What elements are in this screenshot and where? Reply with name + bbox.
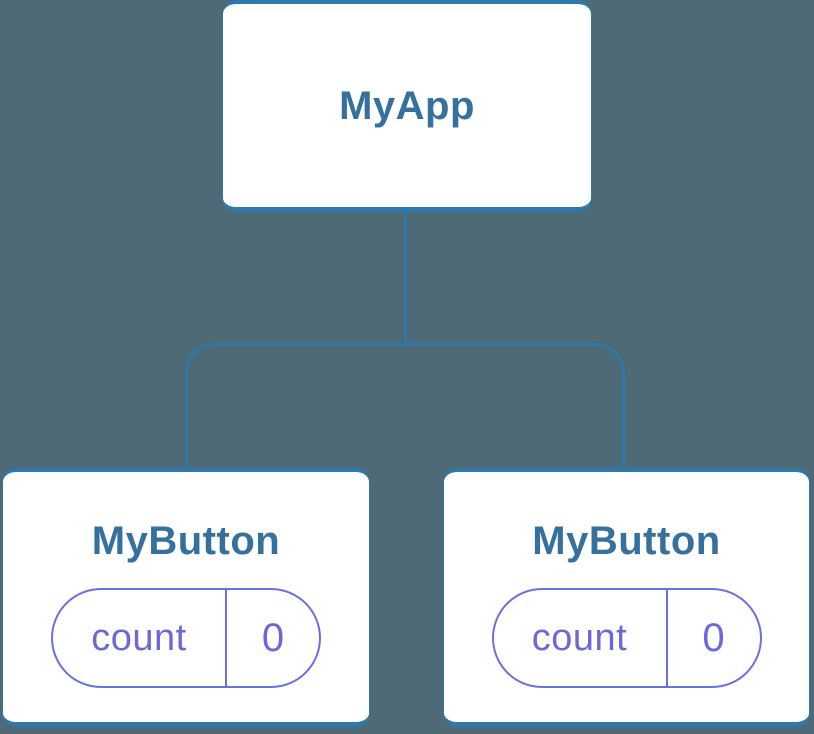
state-name: count bbox=[531, 616, 628, 659]
connector-bracket bbox=[185, 343, 625, 468]
node-mybutton-left: MyButton count 0 bbox=[2, 468, 370, 727]
node-mybutton-right: MyButton count 0 bbox=[443, 468, 810, 727]
state-badge: count 0 bbox=[51, 588, 321, 688]
node-title: MyButton bbox=[91, 519, 281, 563]
state-name: count bbox=[91, 616, 187, 659]
state-badge: count 0 bbox=[491, 588, 762, 688]
connector-stem bbox=[404, 212, 407, 343]
state-value: 0 bbox=[225, 590, 319, 686]
state-value: 0 bbox=[665, 590, 760, 686]
node-title: MyButton bbox=[532, 519, 721, 563]
node-title: MyApp bbox=[339, 83, 475, 128]
node-myapp: MyApp bbox=[222, 0, 592, 212]
